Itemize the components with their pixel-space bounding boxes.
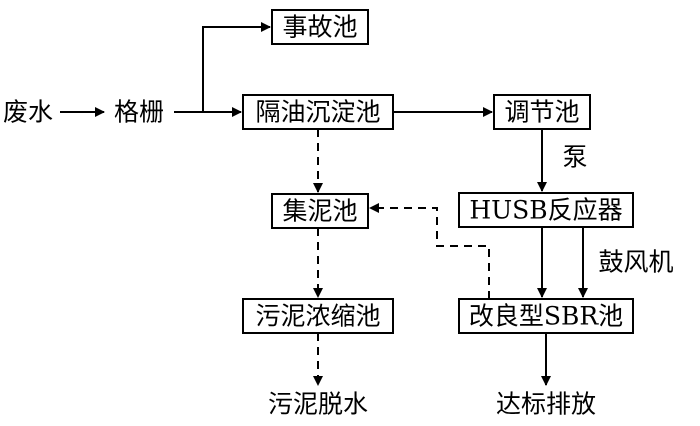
sludge-collection-label: 集泥池 [282,197,357,226]
pump-label: 泵 [562,143,587,172]
accident-tank-box [271,9,369,45]
sludge-thickener-label: 污泥浓缩池 [255,302,380,331]
discharge-label: 达标排放 [496,390,596,419]
sludge-collection-box [271,193,369,229]
blower-label: 鼓风机 [598,248,673,277]
arrow-sbr-sludge-return [369,203,490,299]
husb-reactor-label: HUSB反应器 [469,196,622,225]
arrow-to-accident-tank [202,22,271,112]
oil-separator-label: 隔油沉淀池 [255,98,380,127]
accident-tank-label: 事故池 [282,13,357,42]
modified-sbr-label: 改良型SBR池 [469,302,623,331]
wastewater-label: 废水 [3,98,53,127]
equalization-tank-label: 调节池 [504,98,579,127]
screen-label: 格栅 [114,98,164,127]
sludge-thickener-box [242,298,394,334]
husb-reactor-box [458,192,634,228]
sludge-dewatering-label: 污泥脱水 [268,390,368,419]
